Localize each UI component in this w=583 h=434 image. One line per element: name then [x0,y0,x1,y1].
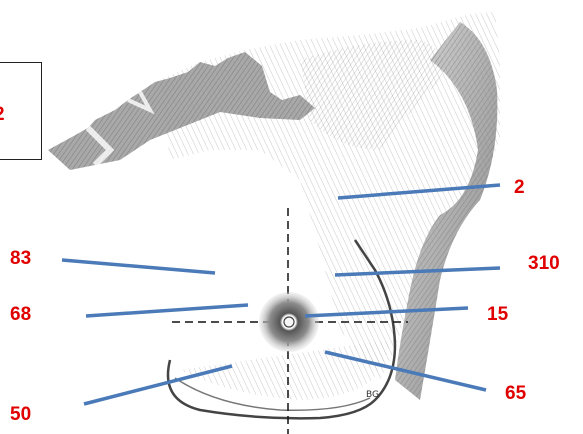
pointer-inner-central [86,305,248,316]
count-inner-central: 68 [10,305,31,324]
legend-box [0,62,42,160]
pointer-lower-inner [84,366,232,404]
count-lower-inner: 50 [10,405,31,424]
legend-box-value: 2 [0,104,5,126]
pointer-upper-inner [62,260,215,273]
count-upper-outer: 310 [528,254,560,273]
count-upper-outer-top: 2 [514,178,525,197]
count-lower-outer: 65 [505,384,526,403]
artist-signature: BG [366,390,379,400]
count-upper-inner: 83 [10,249,31,268]
areola [259,292,319,352]
count-central: 15 [487,305,508,324]
